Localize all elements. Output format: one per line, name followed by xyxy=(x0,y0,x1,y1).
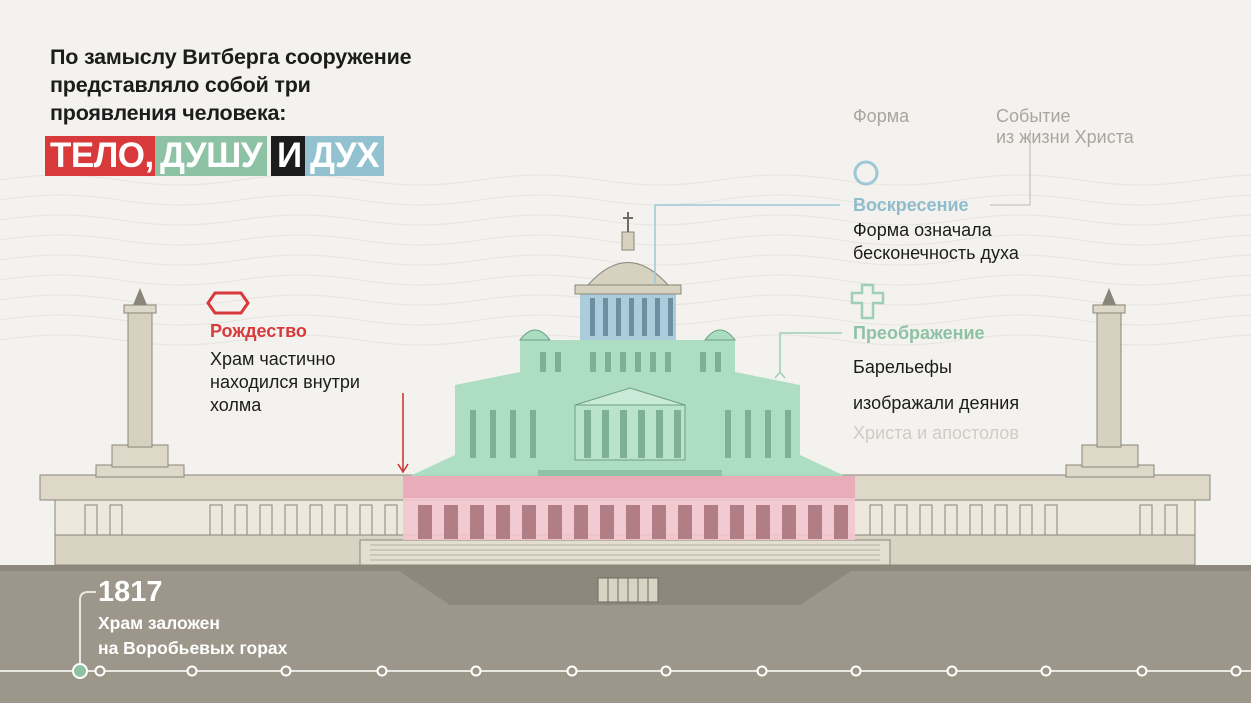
rozhdestvo-desc-line-2: находился внутри xyxy=(210,372,360,392)
label-spirit: ДУХ xyxy=(305,136,384,176)
rozhdestvo-desc-line-1: Храм частично xyxy=(210,349,336,369)
rozhdestvo-desc-line-3: холма xyxy=(210,395,262,415)
rozhdestvo-title: Рождество xyxy=(210,321,307,341)
preobrazhenie-desc-line-1: Барельефы xyxy=(853,357,952,377)
timeline-desc: Храм заложен на Воробьевых горах xyxy=(98,611,287,661)
timeline-desc-line-1: Храм заложен xyxy=(98,613,220,633)
voskresenie-desc-line-1: Форма означала xyxy=(853,220,992,240)
intro-line-2: представляло собой три xyxy=(50,73,311,97)
cross-form-icon xyxy=(850,283,885,320)
timeline-marker-active xyxy=(72,663,88,679)
voskresenie-desc: Форма означала бесконечность духа xyxy=(853,219,1019,265)
voskresenie-desc-line-2: бесконечность духа xyxy=(853,243,1019,263)
legend-event-line-2: из жизни Христа xyxy=(996,127,1134,147)
legend-form: Форма xyxy=(853,106,910,126)
legend-event: Событие из жизни Христа xyxy=(996,106,1134,148)
legend-event-line-1: Событие xyxy=(996,106,1071,126)
voskresenie-title: Воскресение xyxy=(853,195,969,215)
hexagon-form-icon xyxy=(206,291,250,315)
preobrazhenie-desc-line-3: Христа и апостолов xyxy=(853,423,1019,443)
preobrazhenie-title: Преображение xyxy=(853,323,985,343)
label-and: И xyxy=(271,136,308,176)
rozhdestvo-desc: Храм частично находился внутри холма xyxy=(210,348,360,417)
label-body: ТЕЛО, xyxy=(45,136,159,176)
intro-text: По замыслу Витберга сооружение представл… xyxy=(50,43,490,127)
label-soul: ДУШУ xyxy=(155,136,268,176)
intro-line-3: проявления человека: xyxy=(50,101,287,125)
preobrazhenie-desc-line-2: изображали деяния xyxy=(853,393,1020,413)
timeline-year: 1817 xyxy=(98,576,163,608)
intro-line-1: По замыслу Витберга сооружение xyxy=(50,45,412,69)
timeline-desc-line-2: на Воробьевых горах xyxy=(98,638,288,658)
circle-form-icon xyxy=(853,160,879,186)
